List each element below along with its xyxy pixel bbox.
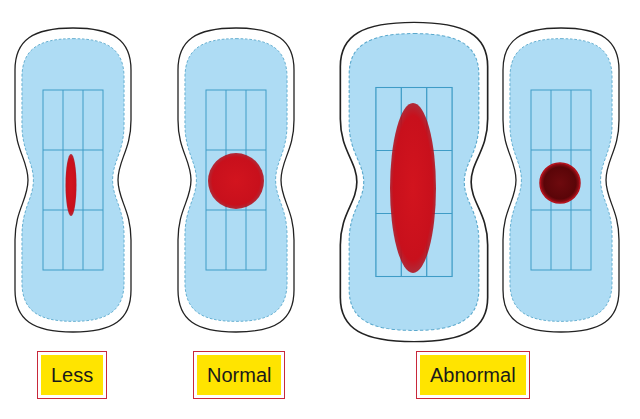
label-box: Abnormal	[416, 351, 530, 399]
stain-normal	[208, 153, 264, 209]
pad-heavy	[340, 22, 487, 341]
label-text: Abnormal	[420, 355, 526, 395]
label-box: Normal	[193, 351, 285, 399]
pad-normal	[178, 28, 294, 332]
stain-dark	[540, 163, 580, 203]
pad-dark	[503, 28, 619, 332]
label-box: Less	[37, 351, 107, 399]
label-text: Normal	[197, 355, 281, 395]
stain-heavy	[390, 103, 436, 273]
pad-less	[15, 28, 131, 332]
label-text: Less	[41, 355, 103, 395]
stain-small	[66, 154, 77, 216]
